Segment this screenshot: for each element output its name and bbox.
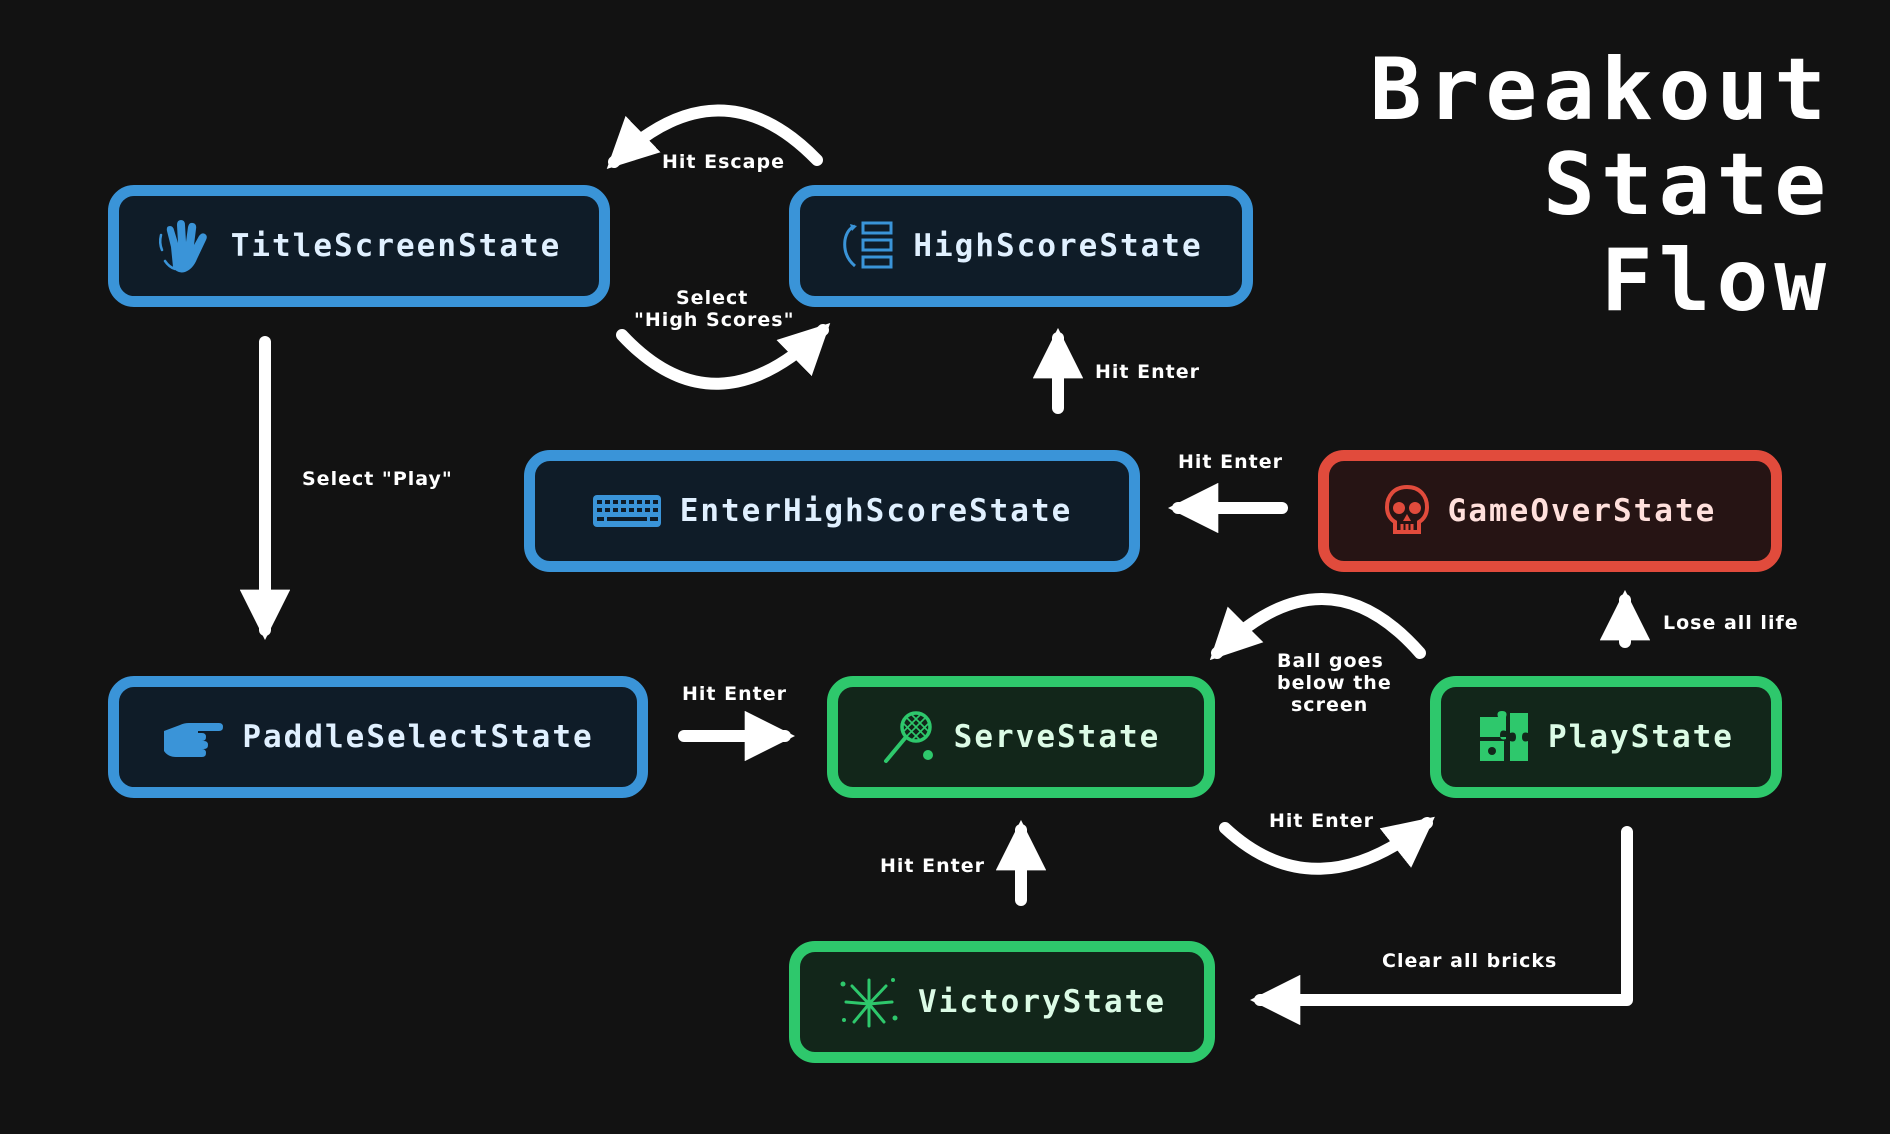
state-paddle-select: PaddleSelectState: [108, 676, 648, 798]
edge-label-ball-below-2: below the: [1277, 672, 1392, 694]
state-label: EnterHighScoreState: [679, 493, 1073, 529]
arrow-ball-below-screen: [1209, 593, 1426, 661]
state-serve: ServeState: [827, 676, 1215, 798]
state-label: PaddleSelectState: [242, 719, 594, 755]
pointing-hand-icon: [162, 715, 224, 759]
fireworks-icon: [838, 974, 900, 1030]
edge-label-lose-all-life: Lose all life: [1663, 612, 1799, 634]
arrow-select-high-scores: [616, 322, 831, 390]
edge-label-select-high-scores-2: "High Scores": [634, 309, 795, 331]
state-label: HighScoreState: [913, 228, 1203, 264]
edge-label-hit-enter-from-game-over: Hit Enter: [1178, 451, 1283, 473]
state-label: ServeState: [953, 719, 1161, 755]
tennis-racket-icon: [882, 709, 936, 765]
state-label: TitleScreenState: [230, 228, 562, 264]
puzzle-icon: [1478, 711, 1530, 763]
edge-label-hit-escape: Hit Escape: [662, 151, 785, 173]
diagram-title-line-3: Flow: [1600, 231, 1832, 331]
state-label: PlayState: [1548, 719, 1734, 755]
state-label: VictoryState: [918, 984, 1166, 1020]
waving-hand-icon: [157, 217, 213, 275]
diagram-title-line-2: State: [1543, 135, 1832, 235]
edge-label-hit-enter-paddle: Hit Enter: [682, 683, 787, 705]
edge-label-ball-below-1: Ball goes: [1277, 650, 1384, 672]
skull-icon: [1384, 484, 1430, 538]
keyboard-icon: [592, 494, 662, 528]
edge-label-hit-enter-victory: Hit Enter: [880, 855, 985, 877]
arrow-serve-to-play: [1219, 816, 1435, 875]
state-high-score: HighScoreState: [789, 185, 1253, 307]
state-game-over: GameOverState: [1318, 450, 1782, 572]
state-play: PlayState: [1430, 676, 1782, 798]
state-label: GameOverState: [1447, 493, 1717, 529]
edge-label-hit-enter-to-high-score: Hit Enter: [1095, 361, 1200, 383]
arrow-hit-escape: [606, 104, 823, 169]
edge-label-clear-all-bricks: Clear all bricks: [1382, 950, 1558, 972]
diagram-title-line-1: Breakout: [1369, 40, 1832, 140]
state-enter-high-score: EnterHighScoreState: [524, 450, 1140, 572]
state-title-screen: TitleScreenState: [108, 185, 610, 307]
edge-label-select-play: Select "Play": [302, 468, 453, 490]
edge-label-select-high-scores-1: Select: [676, 287, 749, 309]
edge-label-hit-enter-serve-play: Hit Enter: [1269, 810, 1374, 832]
leaderboard-icon: [839, 220, 895, 272]
state-victory: VictoryState: [789, 941, 1215, 1063]
arrow-clear-all-bricks: [1249, 826, 1633, 1026]
edge-label-ball-below-3: screen: [1291, 694, 1369, 716]
